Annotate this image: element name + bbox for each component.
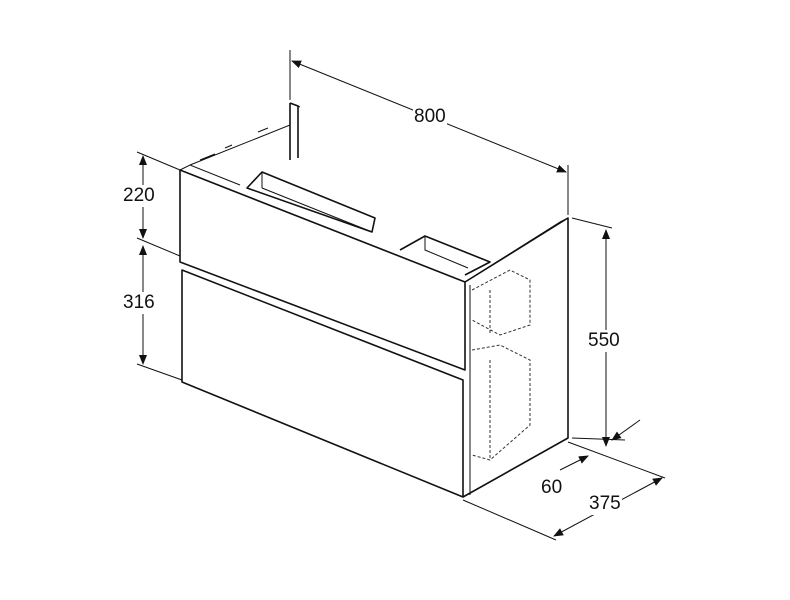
bottom-drawer [181,269,464,498]
top-drawer [179,164,491,371]
dimension-offset: 60 [540,477,564,499]
dimension-depth: 375 [588,493,622,515]
back-panel [189,102,301,166]
dimension-lines [136,50,666,541]
dimension-top-drawer: 220 [122,185,156,207]
dimension-width: 800 [413,106,447,128]
dimension-height: 550 [587,330,621,352]
side-panel [462,217,569,498]
dimension-bottom-drawer: 316 [122,292,156,314]
